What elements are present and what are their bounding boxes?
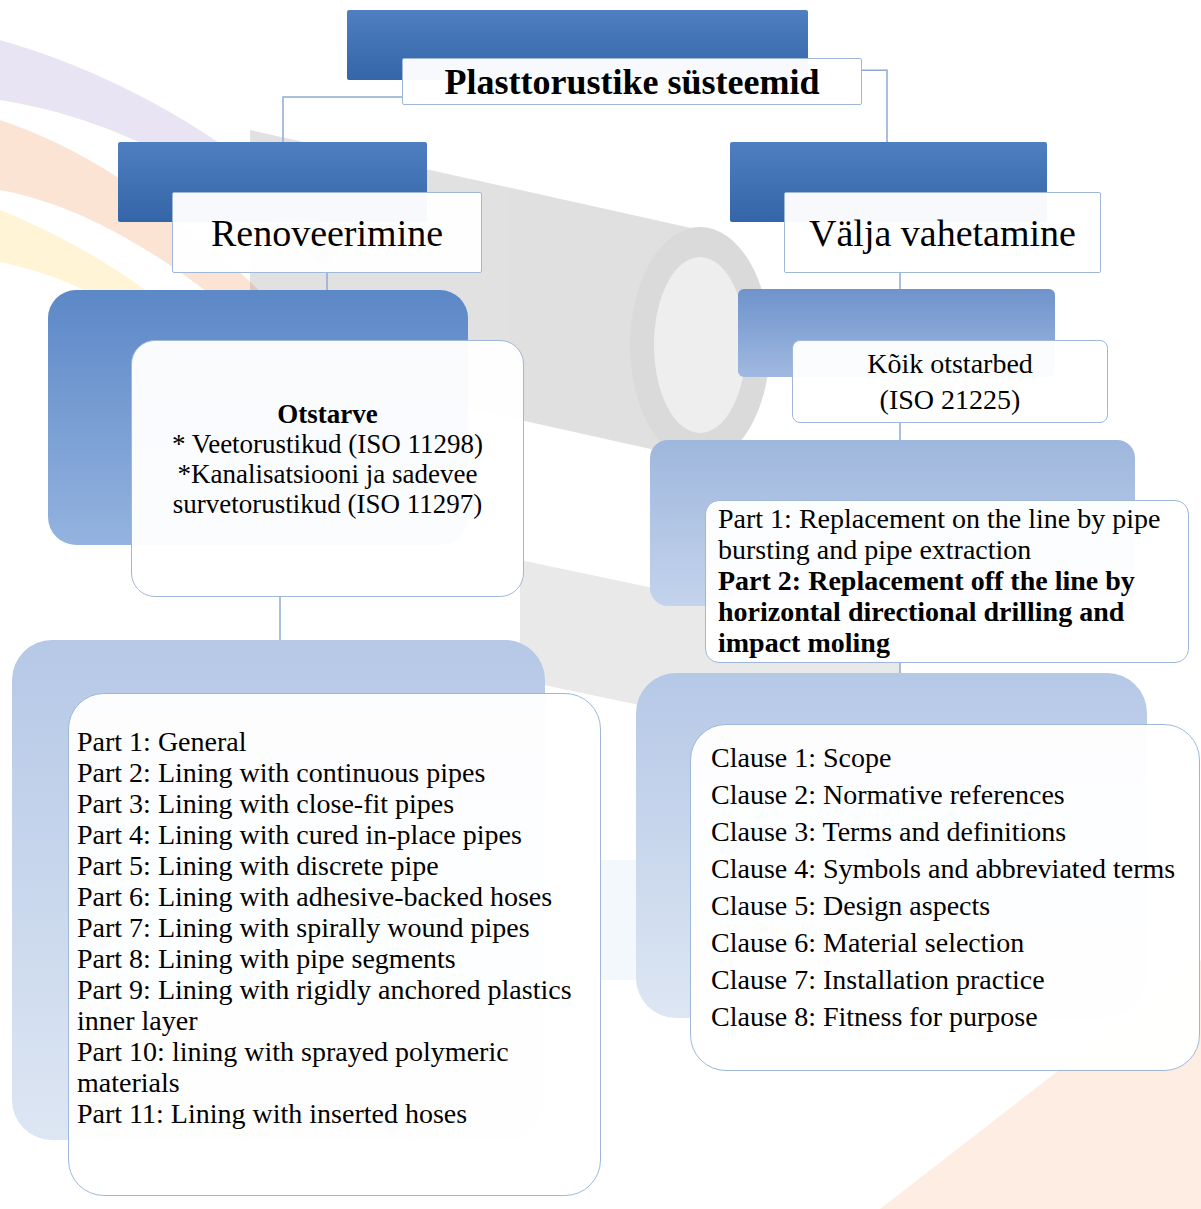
category-box: Välja vahetamine — [784, 192, 1101, 273]
clause-item: Clause 5: Design aspects — [711, 887, 1193, 924]
part-item: Part 5: Lining with discrete pipe — [77, 850, 590, 881]
parts-box: Part 1: Replacement on the line by pipe … — [705, 500, 1189, 663]
clause-item: Clause 1: Scope — [711, 739, 1193, 776]
part-item: Part 6: Lining with adhesive-backed hose… — [77, 881, 590, 912]
root-box: Plasttorustike süsteemid — [402, 58, 862, 105]
part-item: Part 2: Lining with continuous pipes — [77, 757, 590, 788]
part-item: Part 3: Lining with close-fit pipes — [77, 788, 590, 819]
clause-item: Clause 8: Fitness for purpose — [711, 998, 1193, 1035]
part-item: Part 11: Lining with inserted hoses — [77, 1098, 590, 1129]
clause-item: Clause 6: Material selection — [711, 924, 1193, 961]
part-item: Part 7: Lining with spirally wound pipes — [77, 912, 590, 943]
part-item: Part 10: lining with sprayed polymeric m… — [77, 1036, 590, 1098]
purpose-text: *Kanalisatsiooni ja sadevee survetorusti… — [142, 459, 513, 519]
part-item: Part 9: Lining with rigidly anchored pla… — [77, 974, 590, 1036]
clause-item: Clause 2: Normative references — [711, 776, 1193, 813]
clause-list-box: Clause 1: ScopeClause 2: Normative refer… — [690, 724, 1200, 1071]
watermark-pipe-bore — [654, 257, 746, 433]
box-title: Plasttorustike süsteemid — [445, 62, 820, 102]
clause-item: Clause 7: Installation practice — [711, 961, 1193, 998]
clause-item: Clause 3: Terms and definitions — [711, 813, 1193, 850]
part-item: Part 4: Lining with cured in-place pipes — [77, 819, 590, 850]
category-box: Renoveerimine — [172, 192, 482, 273]
parts-list-box: Part 1: GeneralPart 2: Lining with conti… — [68, 693, 601, 1196]
box-label: Välja vahetamine — [809, 211, 1076, 255]
purpose-text: Otstarve — [277, 399, 377, 429]
part-item: Part 8: Lining with pipe segments — [77, 943, 590, 974]
part-item: Part 1: Replacement on the line by pipe … — [718, 503, 1180, 565]
part-item: Part 2: Replacement off the line by hori… — [718, 565, 1180, 658]
purpose-box: Otstarve* Veetorustikud (ISO 11298)*Kana… — [131, 340, 524, 597]
purpose-box: Kõik otstarbed (ISO 21225) — [792, 340, 1108, 423]
purpose-text: * Veetorustikud (ISO 11298) — [172, 429, 483, 459]
box-label: Renoveerimine — [211, 211, 443, 255]
clause-item: Clause 4: Symbols and abbreviated terms — [711, 850, 1193, 887]
part-item: Part 1: General — [77, 726, 590, 757]
purpose-text: Kõik otstarbed (ISO 21225) — [840, 346, 1060, 418]
